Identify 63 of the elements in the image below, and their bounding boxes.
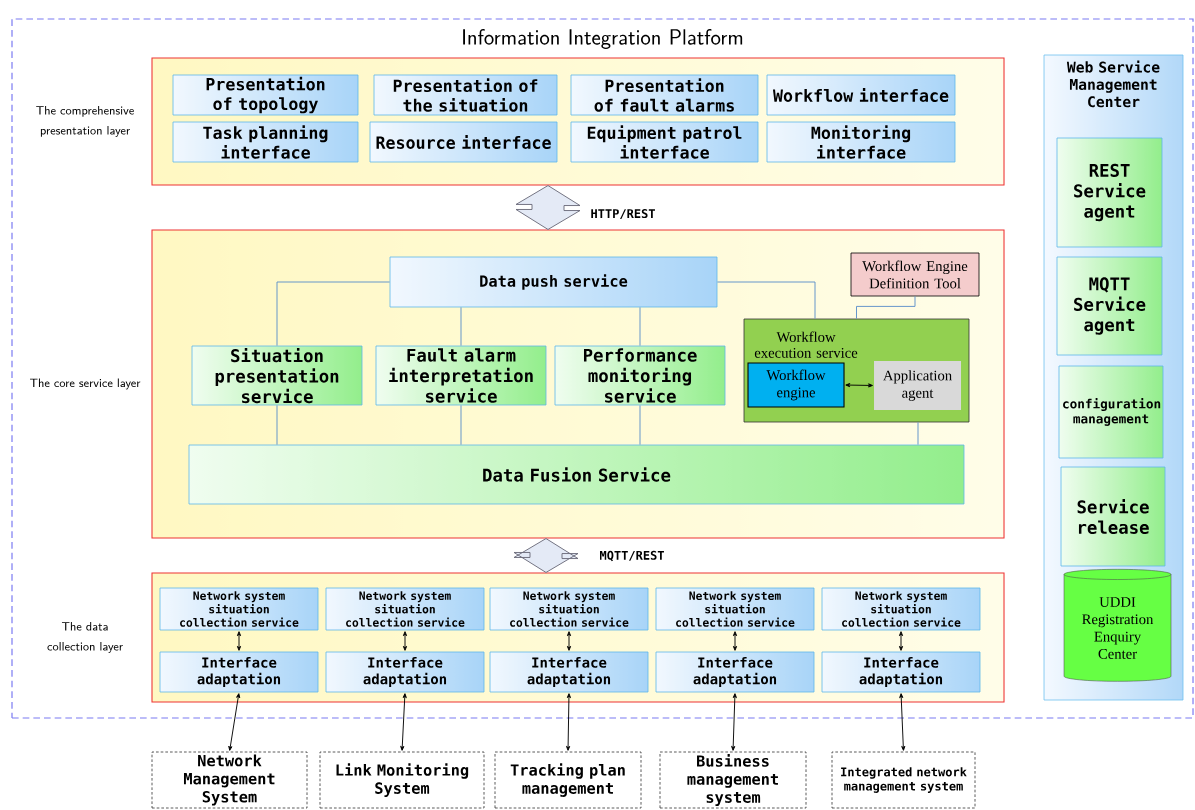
connector-line bbox=[276, 404, 278, 446]
service-box: Interface adaptation bbox=[489, 651, 649, 693]
service-box: Network system situation collection service bbox=[325, 587, 485, 631]
edge-label: MQTT/REST bbox=[598, 549, 666, 563]
layer-label: The data collection layer bbox=[47, 622, 123, 653]
service-box: Network system situation collection service bbox=[489, 587, 649, 631]
connector-line bbox=[856, 295, 916, 320]
arrow bbox=[566, 631, 572, 651]
service-box: Situation presentation service bbox=[191, 345, 363, 406]
external-system-box: Business management system bbox=[659, 751, 807, 809]
registry-cylinder: UDDI Registration Enquiry Center bbox=[1063, 569, 1172, 682]
external-system-box: Tracking plan management bbox=[494, 751, 642, 809]
connector-line bbox=[639, 306, 641, 347]
service-box: Interface adaptation bbox=[655, 651, 815, 693]
arrow bbox=[898, 631, 904, 651]
layer-label: The core service layer bbox=[30, 378, 141, 390]
arrow bbox=[731, 693, 737, 751]
service-box: Task planning interface bbox=[172, 121, 359, 163]
block-arrow bbox=[513, 538, 579, 573]
service-box: Presentation of the situation bbox=[373, 74, 558, 116]
external-system-box: Link Monitoring System bbox=[319, 751, 485, 809]
service-box: REST Service agent bbox=[1056, 137, 1163, 248]
service-box: Monitoring interface bbox=[766, 121, 956, 163]
arrow bbox=[228, 693, 241, 751]
service-box: Workflow interface bbox=[766, 74, 956, 116]
layer-label: The comprehensive presentation layer bbox=[36, 106, 134, 137]
service-box: Network system situation collection service bbox=[159, 587, 319, 631]
arrow bbox=[899, 693, 906, 751]
agent-box: Application agent bbox=[874, 361, 961, 410]
connector-line bbox=[917, 421, 919, 446]
connector-line bbox=[460, 306, 462, 347]
engine-box: Workflow engine bbox=[747, 362, 845, 408]
service-box: Network system situation collection service bbox=[655, 587, 815, 631]
service-box: Interface adaptation bbox=[325, 651, 485, 693]
service-box: Network system situation collection service bbox=[821, 587, 981, 631]
external-system-box: Network Management System bbox=[151, 751, 308, 809]
service-box: Interface adaptation bbox=[821, 651, 981, 693]
arrow bbox=[400, 693, 407, 751]
service-box: configuration management bbox=[1058, 365, 1164, 459]
service-box: Presentation of fault alarms bbox=[570, 74, 759, 116]
service-box: Service release bbox=[1060, 466, 1166, 567]
edge-label: HTTP/REST bbox=[589, 207, 657, 221]
arrow bbox=[845, 383, 873, 388]
connector-line bbox=[716, 281, 816, 320]
service-box: MQTT Service agent bbox=[1056, 256, 1163, 356]
service-box: Performance monitoring service bbox=[554, 345, 726, 406]
service-box: Presentation of topology bbox=[172, 74, 359, 116]
service-box: Interface adaptation bbox=[159, 651, 319, 693]
service-box: Data Fusion Service bbox=[188, 444, 965, 505]
arrow bbox=[566, 693, 571, 751]
service-box: Fault alarm interpretation service bbox=[375, 345, 547, 406]
service-box: Data push service bbox=[389, 256, 718, 308]
service-box: Resource interface bbox=[369, 121, 558, 163]
external-system-box: Integrated network management system bbox=[831, 751, 976, 809]
arrow bbox=[732, 631, 738, 651]
tool-box: Workflow Engine Definition Tool bbox=[850, 252, 980, 297]
arrow bbox=[402, 631, 408, 651]
connector-line bbox=[276, 281, 391, 347]
service-box: Equipment patrol interface bbox=[570, 121, 759, 163]
arrow bbox=[236, 631, 242, 651]
block-arrow bbox=[515, 185, 581, 230]
connector-line bbox=[639, 404, 641, 446]
connector-line bbox=[460, 404, 462, 446]
